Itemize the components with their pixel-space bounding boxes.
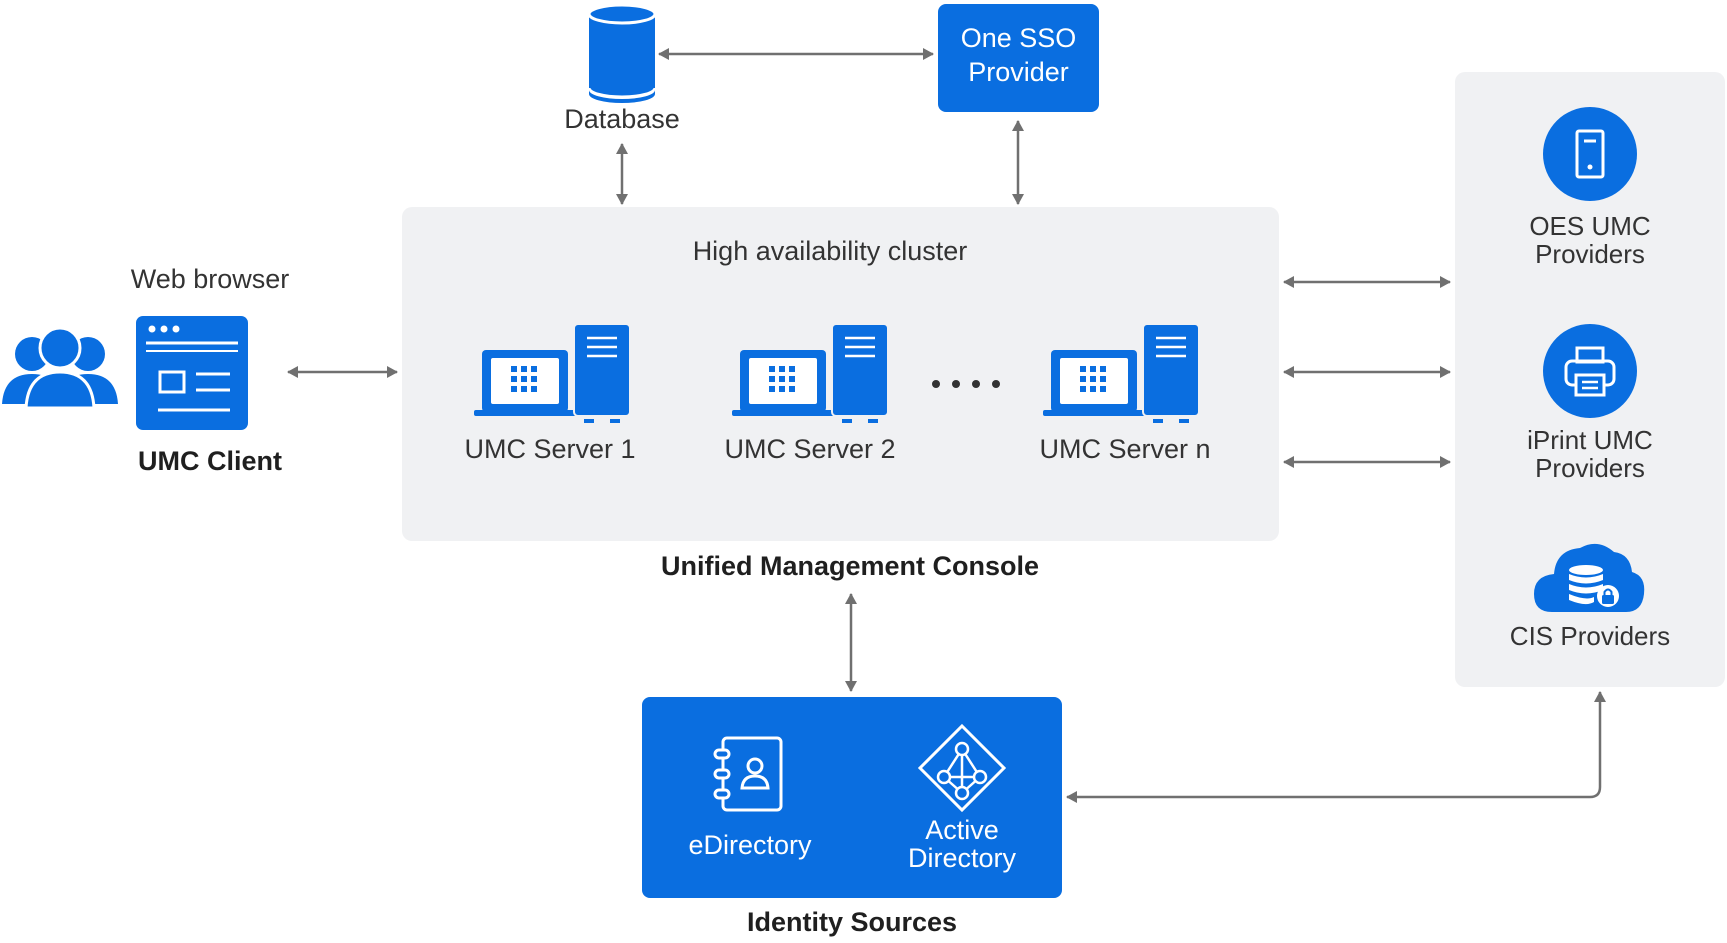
arrow-identity-providers — [1066, 691, 1606, 803]
server-label: UMC Server 1 — [464, 434, 636, 464]
provider-label-line1: CIS Providers — [1509, 621, 1671, 651]
server-workstation-icon — [1043, 323, 1200, 423]
sso-provider-box — [938, 4, 1099, 112]
active-directory-label-line2: Directory — [907, 843, 1016, 873]
users-icon — [2, 326, 118, 410]
web-browser-caption: Web browser — [130, 264, 290, 294]
provider-label-line1: OES UMC — [1529, 211, 1651, 241]
sso-label-line1: One SSO — [960, 23, 1077, 53]
browser-window-icon — [136, 316, 248, 430]
provider-label-line2: Providers — [1535, 453, 1645, 483]
server-label: UMC Server n — [1039, 434, 1211, 464]
cloud-database-lock-icon — [1534, 543, 1645, 612]
umc-client-label: UMC Client — [138, 446, 282, 476]
server-tower-icon — [1543, 107, 1637, 201]
address-book-icon — [713, 736, 783, 812]
active-directory-icon — [917, 723, 1007, 813]
database-icon — [587, 3, 657, 103]
identity-sources-box — [642, 697, 1062, 898]
ellipsis-icon — [932, 380, 1000, 388]
provider-label-line2: Providers — [1535, 239, 1645, 269]
active-directory-label-line1: Active — [925, 815, 999, 845]
sso-label-line2: Provider — [968, 57, 1069, 87]
umc-console-label: Unified Management Console — [660, 551, 1040, 581]
server-workstation-icon — [732, 323, 889, 423]
provider-label-line1: iPrint UMC — [1527, 425, 1653, 455]
printer-icon — [1543, 324, 1637, 418]
identity-sources-label: Identity Sources — [746, 907, 958, 937]
database-label: Database — [564, 104, 680, 134]
cluster-title: High availability cluster — [692, 236, 968, 266]
server-workstation-icon — [474, 323, 631, 423]
edirectory-label: eDirectory — [688, 830, 812, 860]
server-label: UMC Server 2 — [724, 434, 896, 464]
